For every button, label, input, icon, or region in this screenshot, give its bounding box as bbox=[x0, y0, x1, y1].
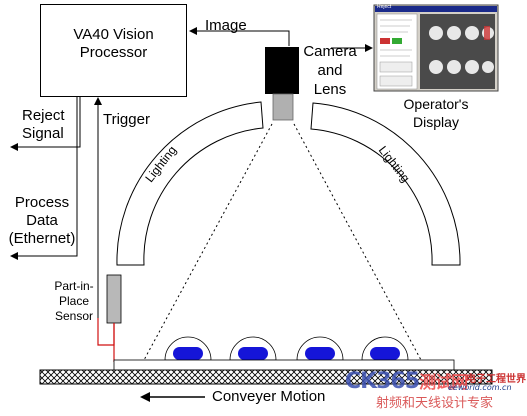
process-data-connector bbox=[12, 97, 78, 257]
watermark-site: eeworld.com.cn bbox=[448, 383, 512, 392]
processor-title-line2: Processor bbox=[79, 44, 148, 61]
sensor-label-line3: Sensor bbox=[54, 309, 94, 323]
lighting-left-arc bbox=[116, 101, 264, 266]
watermark-brand-text: CK365 bbox=[345, 369, 420, 394]
reject-connector bbox=[12, 97, 81, 148]
reject-label-line2: Signal bbox=[22, 125, 64, 142]
process-data-line2: Data bbox=[26, 212, 58, 229]
image-label: Image bbox=[205, 17, 247, 34]
part-1 bbox=[164, 336, 212, 361]
sensor-label-line2: Place bbox=[58, 294, 90, 308]
watermark-cn-text: 射频和天线设计专家 bbox=[376, 396, 494, 411]
sensor-label-line1: Part-in- bbox=[54, 279, 94, 293]
image-connector bbox=[190, 30, 290, 46]
lighting-right-arc bbox=[310, 102, 461, 266]
watermark-logo: 电子工程世界 bbox=[466, 374, 526, 385]
processor-title-line1: VA40 Vision bbox=[73, 26, 154, 43]
part-2 bbox=[229, 336, 277, 361]
camera-label-line3: Lens bbox=[313, 81, 347, 98]
trigger-arrowhead bbox=[94, 97, 102, 105]
vision-processor-box bbox=[40, 4, 187, 97]
display-label-line1: Operator's bbox=[403, 96, 469, 112]
process-data-arrowhead bbox=[10, 252, 18, 260]
operator-display-screen bbox=[373, 4, 499, 92]
watermark-brand: CK365测试网 bbox=[345, 368, 468, 394]
watermark-brand-suffix: 测试网 bbox=[419, 373, 468, 393]
reject-label-line1: Reject bbox=[22, 107, 65, 124]
conveyor-motion-label: Conveyer Motion bbox=[212, 388, 326, 405]
camera-label-line2: and bbox=[317, 62, 343, 79]
camera-body bbox=[265, 47, 299, 94]
camera-label-line1: Camera bbox=[303, 43, 357, 60]
display-arrowhead bbox=[365, 44, 373, 52]
display-window-title: Reject bbox=[377, 4, 392, 10]
process-data-line3: (Ethernet) bbox=[8, 230, 76, 247]
part-3 bbox=[296, 336, 344, 361]
conveyor-belt bbox=[39, 369, 493, 385]
image-arrowhead bbox=[189, 27, 197, 35]
reject-arrowhead bbox=[10, 143, 18, 151]
conveyor-motion-arrowhead bbox=[140, 392, 150, 402]
trigger-label: Trigger bbox=[103, 111, 150, 128]
camera-lens bbox=[272, 93, 294, 121]
part-4 bbox=[361, 336, 409, 361]
display-label-line2: Display bbox=[413, 114, 459, 130]
part-sensor-body bbox=[106, 274, 122, 324]
process-data-line1: Process bbox=[14, 194, 70, 211]
